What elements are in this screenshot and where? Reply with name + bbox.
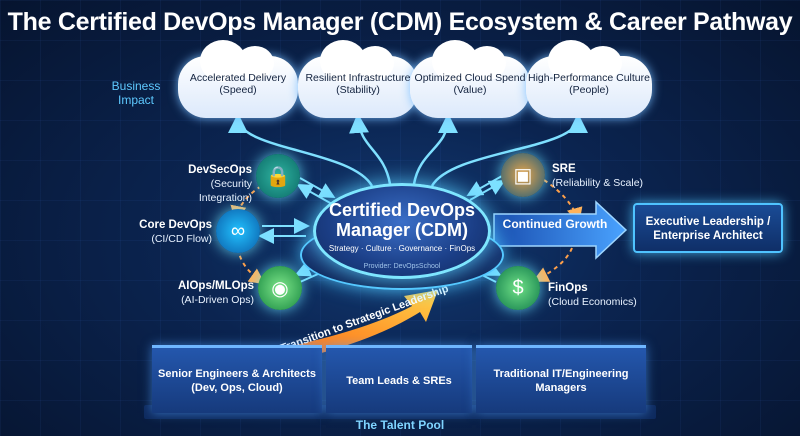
- aiops-label: AIOps/MLOps (AI-Driven Ops): [160, 279, 254, 307]
- outcome-cloud-speed: Accelerated Delivery (Speed): [178, 40, 298, 118]
- executive-line2: Enterprise Architect: [653, 230, 763, 242]
- talent-pool-senior-engineers: Senior Engineers & Architects (Dev, Ops,…: [152, 345, 322, 413]
- shield-lock-icon: 🔒: [256, 154, 300, 198]
- outcome-detail: (Speed): [219, 84, 257, 96]
- outcome-detail: (Value): [453, 84, 487, 96]
- outcome-cloud-stability: Resilient Infrastructure (Stability): [298, 40, 418, 118]
- talent-line2: Managers: [535, 381, 587, 394]
- outcome-cloud-people: High-Performance Culture (People): [526, 40, 652, 118]
- outcome-name: High-Performance Culture: [528, 72, 650, 84]
- domain-detail: (AI-Driven Ops): [181, 294, 254, 306]
- devsecops-label: DevSecOps (Security Integration): [160, 163, 252, 205]
- talent-pool-team-leads: Team Leads & SREs: [326, 345, 472, 413]
- domain-name: AIOps/MLOps: [177, 280, 254, 292]
- talent-line2: (Dev, Ops, Cloud): [191, 381, 283, 394]
- talent-pool-traditional-managers: Traditional IT/Engineering Managers: [476, 345, 646, 413]
- infinity-icon: ∞: [216, 209, 260, 253]
- outcome-cloud-value: Optimized Cloud Spend (Value): [410, 40, 530, 118]
- domain-name: FinOps: [548, 282, 588, 294]
- sre-label: SRE (Reliability & Scale): [552, 162, 652, 190]
- domain-detail: (Reliability & Scale): [552, 177, 644, 189]
- cube-icon: ▣: [501, 153, 545, 197]
- continued-growth-label: Continued Growth: [502, 217, 608, 231]
- outcome-detail: (Stability): [336, 84, 380, 96]
- business-impact-label: Business Impact: [111, 79, 161, 107]
- executive-line1: Executive Leadership /: [645, 216, 771, 228]
- outcome-name: Resilient Infrastructure: [305, 72, 411, 84]
- talent-line1: Senior Engineers & Architects: [158, 367, 316, 380]
- center-title-line1: Certified DevOps: [328, 200, 476, 220]
- domain-name: DevSecOps: [188, 164, 252, 176]
- domain-detail: (Security Integration): [198, 178, 252, 204]
- page-title: The Certified DevOps Manager (CDM) Ecosy…: [7, 8, 793, 36]
- center-hub-cdm: Certified DevOps Manager (CDM) Strategy …: [313, 183, 491, 279]
- core-devops-label: Core DevOps (CI/CD Flow): [134, 218, 212, 246]
- center-title-line2: Manager (CDM): [335, 220, 468, 240]
- outcome-detail: (People): [569, 84, 609, 96]
- talent-pool-label: The Talent Pool: [355, 418, 445, 432]
- domain-detail: (Cloud Economics): [548, 296, 637, 308]
- outcome-name: Accelerated Delivery: [189, 72, 287, 84]
- finops-label: FinOps (Cloud Economics): [548, 281, 648, 309]
- continued-growth-arrow: [493, 200, 628, 260]
- talent-line1: Traditional IT/Engineering: [493, 367, 629, 380]
- center-provider: Provider: DevOpsSchool: [363, 263, 441, 270]
- brain-globe-icon: ◉: [258, 266, 302, 310]
- talent-line1: Team Leads & SREs: [346, 374, 452, 387]
- domain-detail: (CI/CD Flow): [151, 233, 212, 245]
- center-subtitle: Strategy · Culture · Governance · FinOps: [328, 244, 476, 253]
- executive-leadership-box: Executive Leadership / Enterprise Archit…: [633, 203, 783, 253]
- cash-icon: $: [496, 266, 540, 310]
- domain-name: Core DevOps: [139, 219, 212, 231]
- impact-connectors: [228, 113, 588, 187]
- outcome-name: Optimized Cloud Spend: [414, 72, 526, 84]
- domain-name: SRE: [552, 163, 576, 175]
